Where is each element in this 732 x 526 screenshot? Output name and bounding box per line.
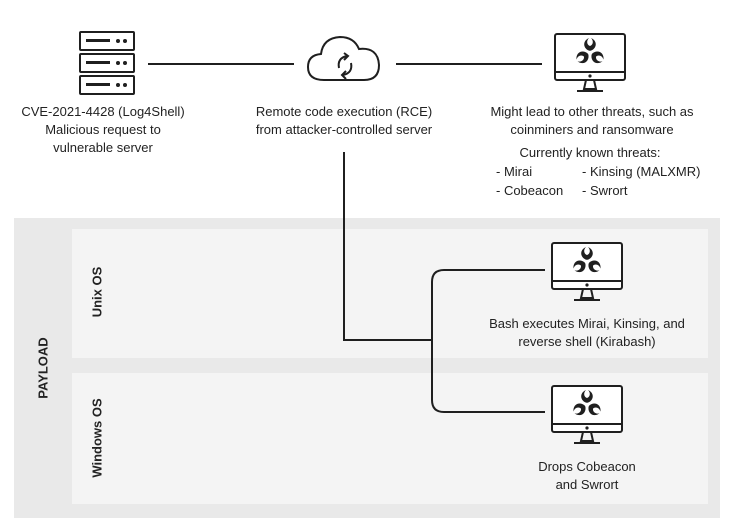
threat-item: - Kinsing (MALXMR): [582, 164, 701, 179]
windows-caption-line: Drops Cobeacon: [538, 459, 636, 474]
known-threats-heading: Currently known threats:: [519, 145, 661, 160]
known-threats-left: - Mirai - Cobeacon: [496, 162, 563, 200]
unix-caption-line: reverse shell (Kirabash): [518, 334, 656, 349]
cloud-caption-line: from attacker-controlled server: [255, 122, 433, 137]
threat-caption: Might lead to other threats, such as coi…: [474, 103, 710, 139]
unix-os-label: Unix OS: [89, 266, 105, 318]
branch-to-unix-line: [431, 269, 545, 340]
threat-item: - Swrort: [582, 183, 628, 198]
known-threats-right: - Kinsing (MALXMR) - Swrort: [582, 162, 700, 200]
threat-caption-line: Might lead to other threats, such as: [490, 104, 694, 119]
cloud-caption-line: Remote code execution (RCE): [255, 104, 433, 119]
branch-to-windows-line: [431, 340, 545, 413]
threat-item: - Mirai: [496, 164, 533, 179]
threat-item: - Cobeacon: [496, 183, 564, 198]
payload-label: PAYLOAD: [35, 337, 51, 399]
unix-biohazard-monitor-icon: [551, 242, 623, 301]
biohazard-monitor-icon: [554, 33, 626, 92]
cloud-to-payload-line: [343, 152, 432, 341]
server-caption-line: vulnerable server: [53, 140, 153, 155]
server-caption: CVE-2021-4428 (Log4Shell) Malicious requ…: [2, 103, 204, 157]
unix-caption: Bash executes Mirai, Kinsing, and revers…: [472, 315, 702, 351]
threat-caption-line: coinminers and ransomware: [510, 122, 674, 137]
unix-caption-line: Bash executes Mirai, Kinsing, and: [489, 316, 685, 331]
cloud-caption: Remote code execution (RCE) from attacke…: [236, 103, 452, 139]
server-caption-line: Malicious request to: [45, 122, 161, 137]
server-stack-icon: [79, 31, 135, 95]
windows-os-label: Windows OS: [89, 398, 105, 478]
windows-biohazard-monitor-icon: [551, 385, 623, 444]
server-caption-line: CVE-2021-4428 (Log4Shell): [21, 104, 185, 119]
cloud-exchange-icon: [306, 35, 381, 81]
windows-caption: Drops Cobeacon and Swrort: [487, 458, 687, 494]
windows-caption-line: and Swrort: [555, 477, 619, 492]
